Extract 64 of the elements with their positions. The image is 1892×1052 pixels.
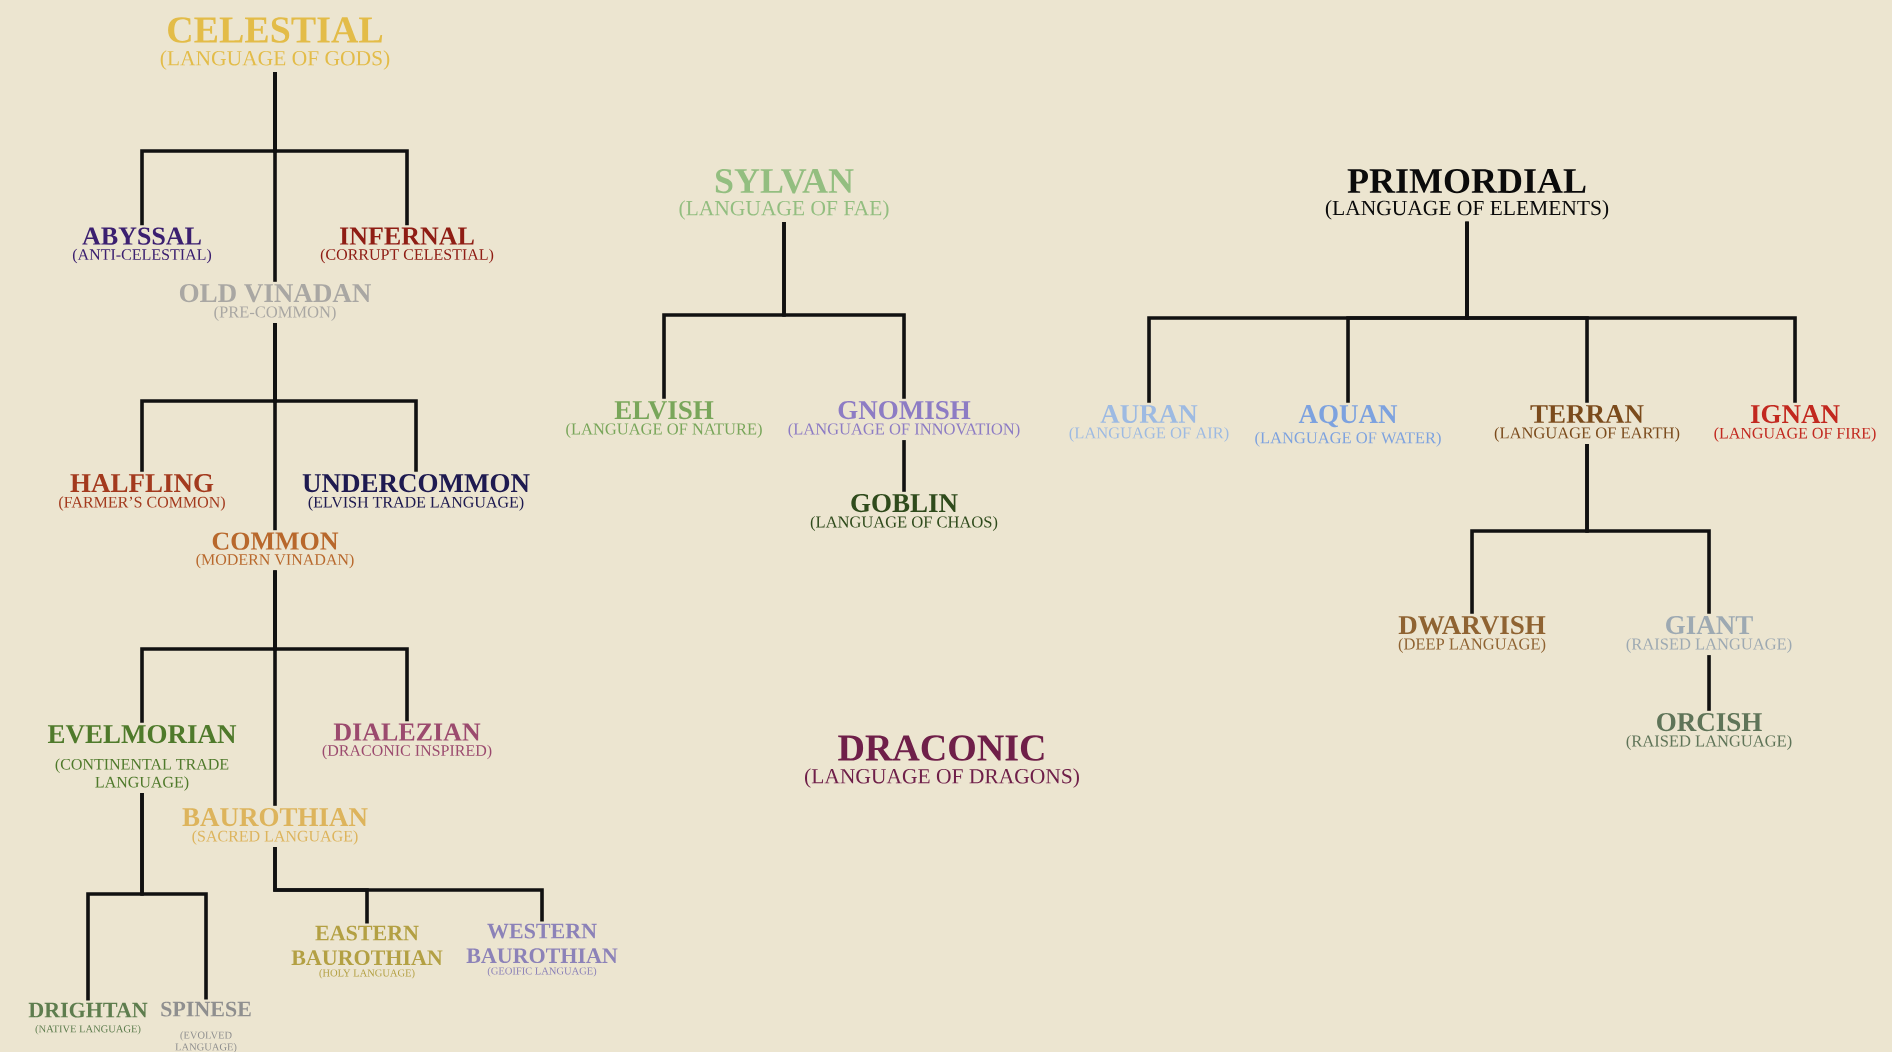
language-name: GOBLIN [851,494,958,513]
connector-line [782,222,906,399]
connector-line [1585,444,1711,614]
language-subtitle: (HOLY LANGUAGE) [319,969,415,979]
language-name: ORCISH [1657,713,1762,732]
language-name: DIALEZIAN [333,723,481,741]
language-name: IGNAN [1750,405,1840,424]
language-subtitle: (GEOIFIC LANGUAGE) [487,967,597,977]
connector-line [1707,655,1711,711]
language-name: GIANT [1666,616,1753,635]
language-name: HALFLING [70,474,214,493]
language-subtitle: (SACRED LANGUAGE) [192,830,358,845]
language-subtitle: (DEEP LANGUAGE) [1398,637,1546,653]
language-name: PRIMORDIAL [1347,169,1586,194]
language-name: DRACONIC [838,735,1044,761]
language-name: COMMON [212,532,339,550]
language-name: GNOMISH [838,401,971,420]
language-subtitle: (CORRUPT CELESTIAL) [320,248,494,264]
connector-line [140,793,208,1000]
language-name: INFERNAL [340,227,474,245]
language-subtitle: (ELVISH TRADE LANGUAGE) [308,496,524,511]
language-subtitle: (PRE-COMMON) [214,305,336,321]
language-subtitle: (LANGUAGE OF EARTH) [1494,426,1680,442]
language-name: EVELMORIAN [47,725,237,744]
language-name: WESTERN BAUROTHIAN [466,923,618,964]
language-subtitle: (LANGUAGE OF NATURE) [566,422,762,438]
language-name: DRIGHTAN [28,1002,148,1018]
language-subtitle: (LANGUAGE OF WATER) [1255,431,1441,447]
language-subtitle: (CONTINENTAL TRADE LANGUAGE) [55,758,229,791]
language-subtitle: (NATIVE LANGUAGE) [35,1025,141,1035]
connector-line [273,570,277,806]
language-name: CELESTIAL [168,17,383,43]
language-name: SPINESE [161,1001,251,1017]
language-subtitle: (RAISED LANGUAGE) [1626,637,1792,653]
language-subtitle: (LANGUAGE OF FAE) [679,200,889,220]
language-subtitle: (LANGUAGE OF ELEMENTS) [1325,200,1609,220]
language-name: BAUROTHIAN [182,808,368,827]
language-subtitle: (LANGUAGE OF CHAOS) [810,515,998,531]
language-subtitle: (LANGUAGE OF DRAGONS) [805,768,1079,788]
language-name: SYLVAN [715,169,854,194]
connector-line [1465,221,1797,403]
connector-line [902,440,906,492]
language-subtitle: (ANTI-CELESTIAL) [72,248,212,264]
language-name: UNDERCOMMON [302,474,530,493]
language-subtitle: (LANGUAGE OF AIR) [1069,426,1229,442]
language-subtitle: (DRACONIC INSPIRED) [322,744,492,760]
language-name: AURAN [1100,405,1198,424]
language-name: OLD VINADAN [179,284,371,303]
language-name: AQUAN [1298,405,1398,428]
language-name: ABYSSAL [82,227,201,245]
connector-line [273,72,277,282]
language-name: EASTERN BAUROTHIAN [291,925,443,966]
language-subtitle: (LANGUAGE OF GODS) [160,50,390,70]
language-subtitle: (LANGUAGE OF INNOVATION) [788,422,1020,438]
language-subtitle: (FARMER’S COMMON) [59,496,225,511]
language-subtitle: (EVOLVED LANGUAGE) [175,1031,237,1052]
language-subtitle: (RAISED LANGUAGE) [1626,734,1792,750]
language-name: DWARVISH [1398,616,1546,635]
language-subtitle: (LANGUAGE OF FIRE) [1714,427,1876,442]
connector-line [273,323,277,531]
language-name: TERRAN [1530,405,1644,423]
connector-line [273,847,544,922]
language-subtitle: (MODERN VINADAN) [196,553,354,569]
language-name: ELVISH [614,401,714,420]
